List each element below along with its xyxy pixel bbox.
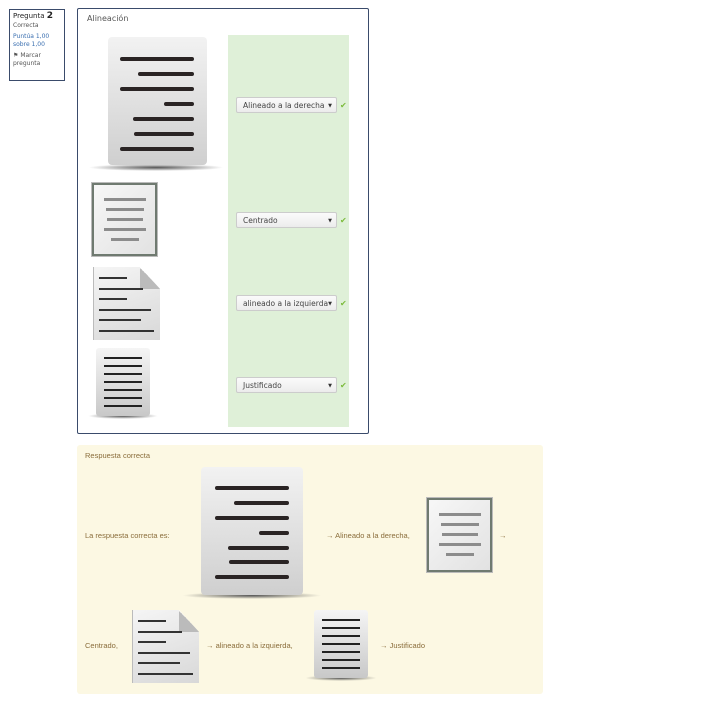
align-left-icon bbox=[132, 610, 199, 683]
question-status: Correcta bbox=[13, 22, 39, 29]
image-shadow bbox=[88, 413, 158, 419]
answer-select-4[interactable]: Justificado▼ bbox=[236, 377, 337, 393]
question-info-box: Pregunta 2 Correcta Puntúa 1,00 sobre 1,… bbox=[9, 9, 65, 81]
feedback-title: Respuesta correcta bbox=[85, 451, 151, 460]
answer-select-3[interactable]: alineado a la izquierda▼ bbox=[236, 295, 337, 311]
answer-select-1[interactable]: Alineado a la derecha▼ bbox=[236, 97, 337, 113]
question-panel: Alineación bbox=[77, 8, 369, 434]
dropdown-arrow-icon: ▼ bbox=[328, 218, 332, 224]
question-number: Pregunta 2 bbox=[13, 11, 53, 21]
image-shadow bbox=[88, 164, 224, 171]
score-line-2: sobre 1,00 bbox=[13, 41, 45, 48]
question-title: Alineación bbox=[87, 14, 129, 23]
feedback-intro: La respuesta correcta es: bbox=[85, 531, 170, 540]
answer-select-2[interactable]: Centrado▼ bbox=[236, 212, 337, 228]
dropdown-arrow-icon: ▼ bbox=[328, 383, 332, 389]
feedback-answer-4: → Justificado bbox=[380, 641, 426, 650]
feedback-answer-2: Centrado, bbox=[85, 641, 118, 650]
correct-check-icon: ✔ bbox=[340, 299, 347, 308]
dropdown-arrow-icon: ▼ bbox=[328, 301, 332, 307]
score-line-1: Puntúa 1,00 bbox=[13, 33, 50, 40]
image-shadow bbox=[305, 675, 377, 681]
dropdown-arrow-icon: ▼ bbox=[328, 103, 332, 109]
correct-check-icon: ✔ bbox=[340, 101, 347, 110]
correct-check-icon: ✔ bbox=[340, 216, 347, 225]
justify-icon bbox=[314, 610, 368, 678]
align-right-icon bbox=[108, 37, 207, 165]
flag-icon: ⚑ bbox=[13, 52, 19, 59]
align-left-icon bbox=[93, 267, 160, 340]
correct-check-icon: ✔ bbox=[340, 381, 347, 390]
align-center-icon bbox=[427, 498, 492, 572]
feedback-arrow: → bbox=[499, 531, 507, 540]
align-right-icon bbox=[201, 467, 303, 595]
feedback-answer-3: → alineado a la izquierda, bbox=[206, 641, 293, 650]
align-center-icon bbox=[92, 183, 157, 256]
image-shadow bbox=[182, 592, 322, 599]
feedback-answer-1: → Alineado a la derecha, bbox=[326, 531, 410, 540]
answers-column bbox=[228, 35, 349, 427]
justify-icon bbox=[96, 348, 150, 416]
feedback-panel: Respuesta correcta La respuesta correcta… bbox=[77, 445, 543, 694]
